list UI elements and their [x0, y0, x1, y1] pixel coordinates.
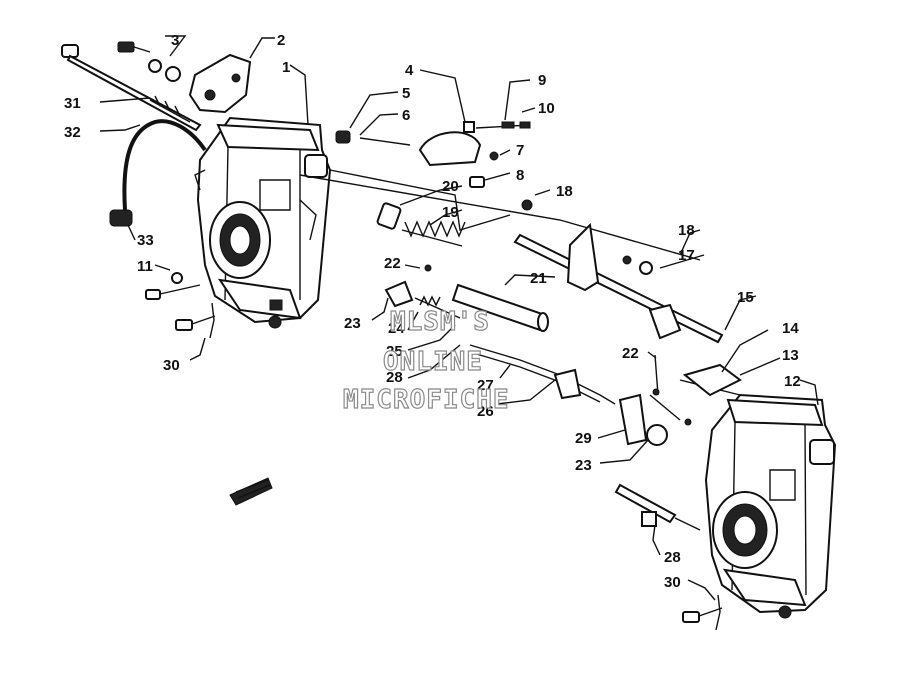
callout-30-left: 30 — [163, 357, 180, 374]
watermark: MLSM'S ONLINE MICROFICHE — [342, 306, 510, 415]
callout-2: 2 — [277, 32, 285, 49]
callout-31: 31 — [64, 95, 81, 112]
watermark-line-2: ONLINE — [383, 347, 483, 377]
callout-18: 18 — [678, 222, 695, 239]
callout-10: 10 — [538, 100, 555, 117]
callout-8: 8 — [516, 167, 524, 184]
callout-3: 3 — [171, 32, 179, 49]
callout-25: 25 — [386, 343, 403, 360]
callout-19: 19 — [442, 204, 459, 221]
callout-20: 20 — [442, 178, 459, 195]
callout-27: 27 — [477, 377, 494, 394]
watermark-line-3: MICROFICHE — [343, 385, 510, 415]
callout-24: 24 — [388, 320, 405, 337]
callout-23-right: 23 — [575, 457, 592, 474]
callout-5: 5 — [402, 85, 410, 102]
screw-part-30-right — [682, 594, 723, 631]
callout-11: 11 — [137, 258, 153, 275]
callout-1: 1 — [282, 59, 290, 76]
leader-lines — [99, 35, 819, 601]
callout-22-right: 22 — [622, 345, 639, 362]
callout-17: 17 — [678, 247, 695, 264]
callout-18-top: 18 — [556, 183, 573, 200]
callout-9: 9 — [538, 72, 546, 89]
callout-32: 32 — [64, 124, 81, 141]
spring-part-19 — [401, 220, 466, 247]
screws-part-3 — [117, 41, 181, 82]
direction-arrow-icon — [229, 477, 273, 506]
needle-part-29 — [614, 483, 701, 531]
bracket-part-2 — [188, 53, 252, 114]
callout-15: 15 — [737, 289, 754, 306]
callout-6: 6 — [402, 107, 410, 124]
rod-part-31 — [61, 44, 202, 132]
callout-26: 26 — [477, 403, 494, 420]
callout-28-right: 29 — [575, 430, 592, 447]
tube-part-32 — [109, 119, 207, 227]
center-linkage — [299, 121, 724, 446]
callout-28-left: 28 — [386, 369, 403, 386]
callout-7: 7 — [516, 142, 524, 159]
callout-13: 13 — [782, 347, 799, 364]
callout-4: 4 — [405, 62, 414, 79]
screw-part-30-left — [175, 302, 216, 339]
callout-14: 14 — [782, 320, 799, 337]
carburetor-left — [194, 116, 332, 329]
callout-33: 33 — [137, 232, 154, 249]
callout-12: 12 — [784, 373, 801, 390]
screw-part-11 — [145, 272, 201, 300]
callout-labels: 3 2 1 31 32 4 5 6 9 10 7 8 20 18 19 18 1… — [64, 32, 801, 591]
callout-30-right: 30 — [664, 574, 681, 591]
carburetor-right — [679, 363, 837, 619]
callout-22-left: 22 — [384, 255, 401, 272]
callout-21: 21 — [530, 270, 547, 287]
watermark-line-1: MLSM'S — [390, 307, 490, 337]
callout-23-left: 23 — [344, 315, 361, 332]
callout-29: 28 — [664, 549, 681, 566]
